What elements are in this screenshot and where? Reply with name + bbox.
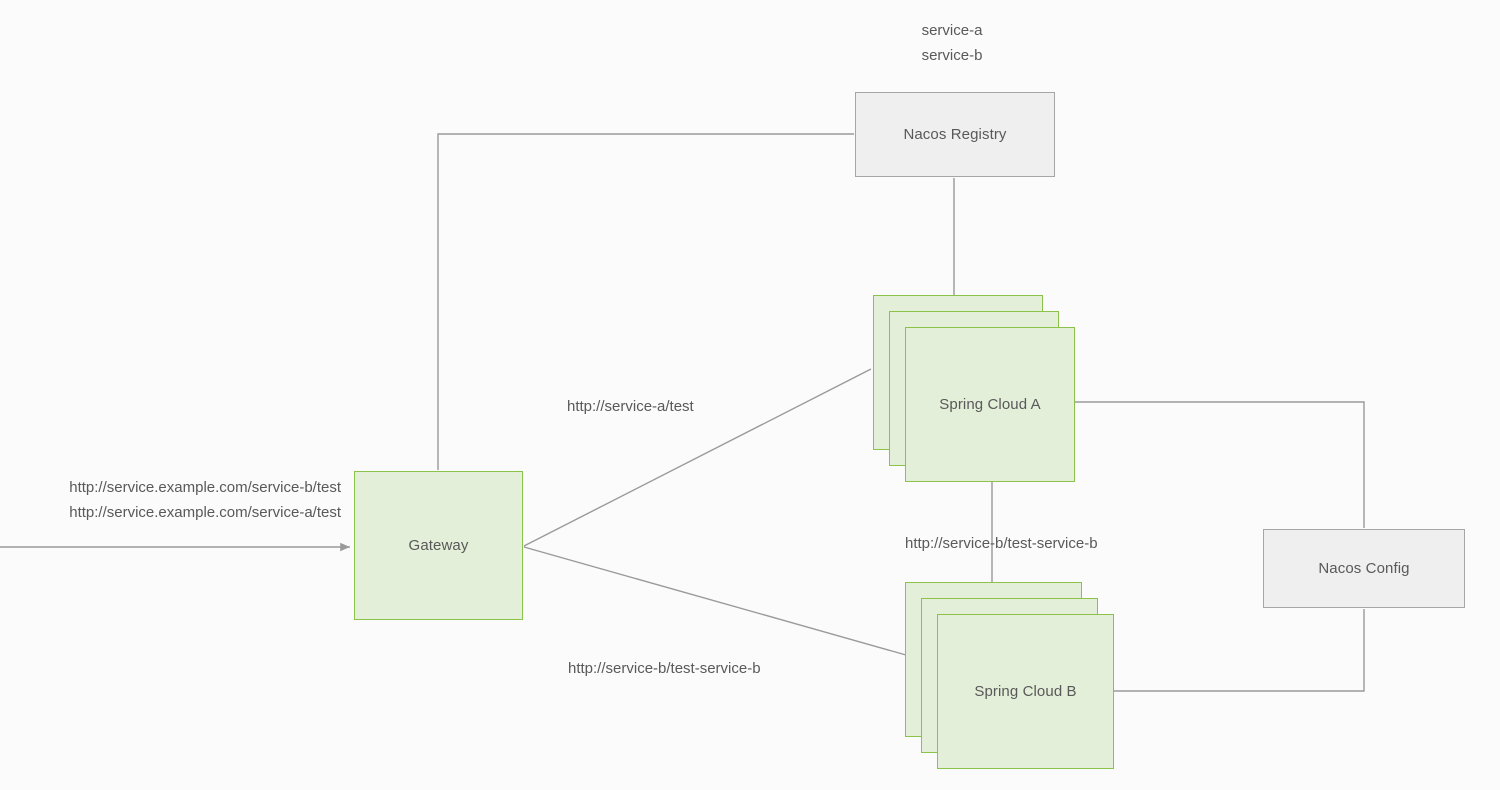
registered-service-a-label: service-a <box>921 22 983 39</box>
edge-label-spring-cloud-a-to-spring-cloud-b: http://service-b/test-service-b <box>905 535 1098 552</box>
node-spring-cloud-b-label: Spring Cloud B <box>974 683 1077 700</box>
node-spring-cloud-b-instance-1[interactable]: Spring Cloud B <box>937 614 1114 769</box>
registered-service-b-label: service-b <box>921 47 983 64</box>
edge-spring-cloud-a-to-nacos-config <box>1075 401 1365 528</box>
node-spring-cloud-a-label: Spring Cloud A <box>939 396 1041 413</box>
node-gateway-label: Gateway <box>408 537 469 554</box>
edge-label-gateway-to-spring-cloud-a: http://service-a/test <box>567 398 694 415</box>
node-nacos-registry-label: Nacos Registry <box>903 126 1007 143</box>
ingress-urls-label: http://service.example.com/service-b/tes… <box>0 475 341 525</box>
node-nacos-config-label: Nacos Config <box>1318 560 1410 577</box>
edge-label-gateway-to-spring-cloud-b: http://service-b/test-service-b <box>568 660 761 677</box>
node-nacos-registry[interactable]: Nacos Registry <box>855 92 1055 177</box>
node-spring-cloud-a-instance-1[interactable]: Spring Cloud A <box>905 327 1075 482</box>
node-gateway[interactable]: Gateway <box>354 471 523 620</box>
ingress-url-service-a: http://service.example.com/service-a/tes… <box>69 504 341 521</box>
node-nacos-config[interactable]: Nacos Config <box>1263 529 1465 608</box>
edge-gateway-to-nacos-registry <box>437 133 854 470</box>
edge-gateway-to-spring-cloud-b <box>523 546 907 656</box>
registered-services-label: service-a service-b <box>852 18 1052 68</box>
edge-nacos-config-to-spring-cloud-b <box>1114 609 1365 692</box>
ingress-url-service-b: http://service.example.com/service-b/tes… <box>69 479 341 496</box>
